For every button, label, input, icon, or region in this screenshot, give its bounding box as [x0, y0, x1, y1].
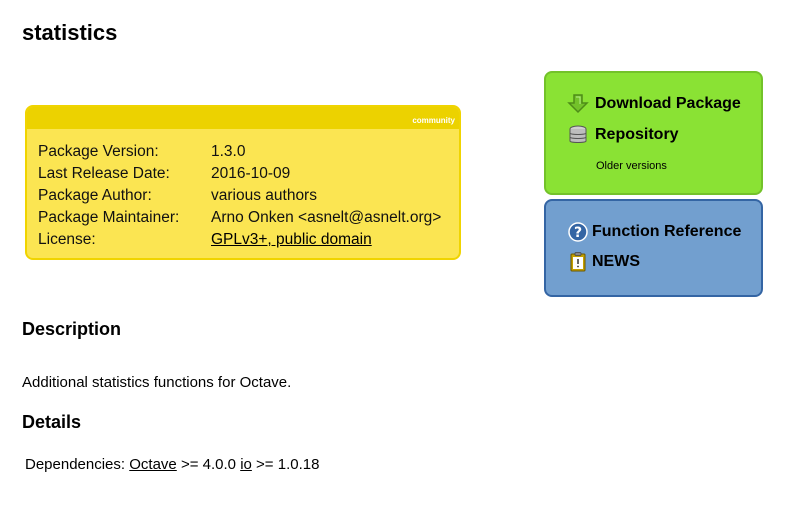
download-box: Download Package Repository Older versio… [544, 71, 763, 195]
download-arrow-icon [567, 93, 589, 115]
dependencies-line: Dependencies: Octave >= 4.0.0 io >= 1.0.… [25, 456, 319, 473]
info-label: Package Maintainer: [38, 209, 180, 226]
dependencies-label: Dependencies: [25, 456, 126, 473]
details-heading: Details [22, 412, 82, 432]
clipboard-icon [567, 251, 589, 273]
documentation-box: ? Function Reference NEWS [544, 199, 763, 297]
info-label: Package Version: [38, 143, 159, 160]
dependency-io-version: >= 1.0.18 [256, 456, 320, 473]
community-badge: community [412, 116, 455, 125]
function-reference-label: Function Reference [592, 223, 742, 240]
license-link[interactable]: GPLv3+, public domain [211, 231, 372, 248]
info-row-version: Package Version: 1.3.0 [38, 141, 441, 163]
info-value: 1.3.0 [211, 143, 246, 160]
package-info-box: community Package Version: 1.3.0 Last Re… [25, 105, 461, 260]
description-text: Additional statistics functions for Octa… [22, 374, 292, 391]
news-label: NEWS [592, 253, 640, 270]
info-value: various authors [211, 187, 317, 204]
info-row-release-date: Last Release Date: 2016-10-09 [38, 163, 441, 185]
repository-link[interactable]: Repository [567, 124, 679, 146]
function-reference-link[interactable]: ? Function Reference [567, 221, 741, 243]
download-package-label: Download Package [595, 95, 741, 112]
database-icon [567, 124, 589, 146]
help-icon: ? [567, 221, 589, 243]
info-row-license: License: GPLv3+, public domain [38, 229, 441, 251]
info-row-author: Package Author: various authors [38, 185, 441, 207]
dependency-io-link[interactable]: io [240, 456, 252, 473]
info-row-maintainer: Package Maintainer: Arno Onken <asnelt@a… [38, 207, 441, 229]
dependency-octave-link[interactable]: Octave [129, 456, 177, 473]
info-label: License: [38, 231, 96, 248]
info-label: Last Release Date: [38, 165, 170, 182]
news-link[interactable]: NEWS [567, 251, 640, 273]
svg-text:?: ? [574, 225, 582, 241]
dependency-octave-version: >= 4.0.0 [180, 456, 237, 473]
info-label: Package Author: [38, 187, 152, 204]
repository-label: Repository [595, 126, 679, 143]
info-value: Arno Onken <asnelt@asnelt.org> [211, 209, 442, 226]
page-title: statistics [22, 20, 118, 45]
description-heading: Description [22, 319, 122, 339]
package-info-table: Package Version: 1.3.0 Last Release Date… [38, 141, 441, 251]
info-value: GPLv3+, public domain [211, 229, 441, 251]
info-value: 2016-10-09 [211, 165, 291, 182]
info-header-band: community [27, 107, 459, 129]
download-package-link[interactable]: Download Package [567, 93, 741, 115]
older-versions-link[interactable]: Older versions [596, 160, 667, 172]
